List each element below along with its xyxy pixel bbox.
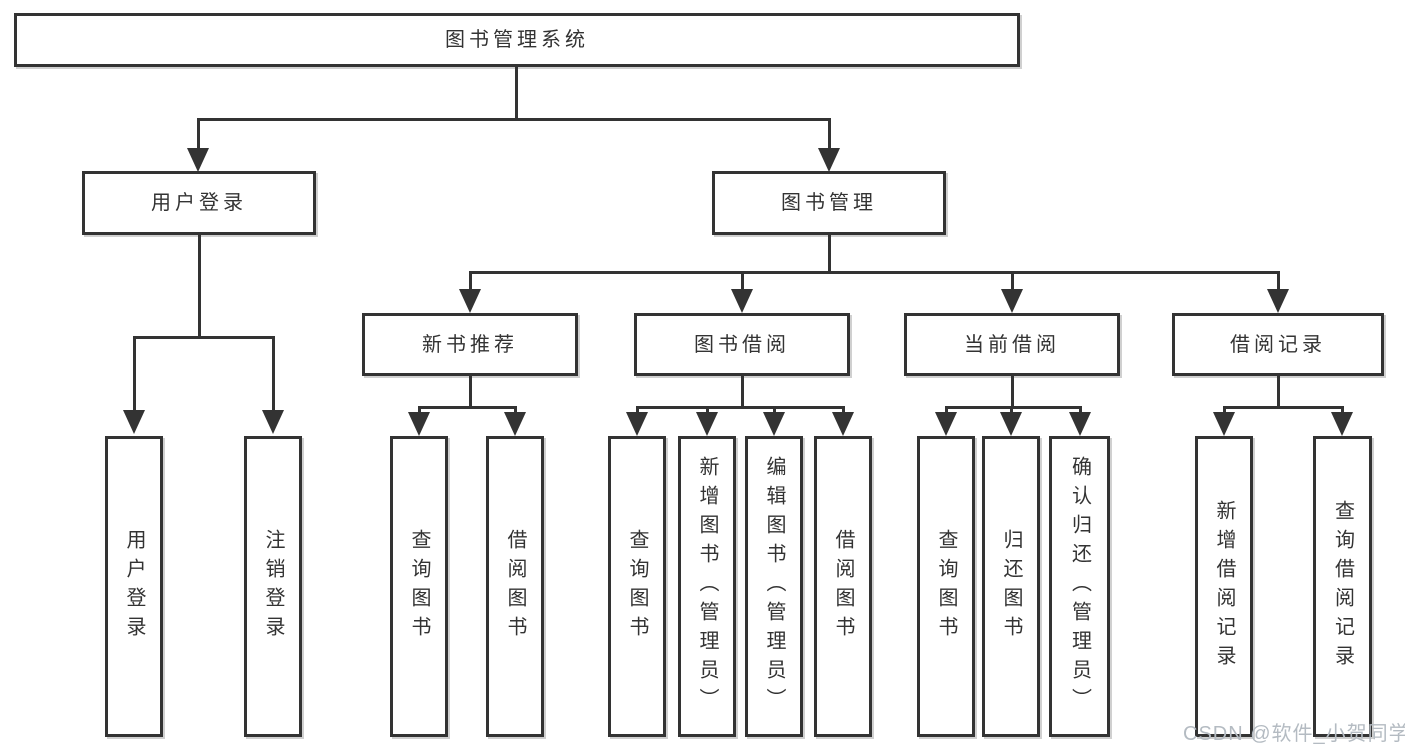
connector-line (197, 118, 200, 151)
connector-line (1223, 406, 1344, 409)
connector-line (469, 271, 472, 292)
node-new-book-recommend: 新书推荐 (362, 313, 578, 376)
arrow-down-icon (262, 410, 284, 434)
arrow-down-icon (731, 289, 753, 313)
node-label: 用户登录 (151, 192, 247, 214)
arrow-down-icon (1213, 412, 1235, 436)
node-label: 借阅图书 (832, 528, 854, 645)
connector-line (469, 271, 1280, 274)
leaf-current-confirm-return-admin: 确认归还（管理员） (1049, 436, 1110, 737)
arrow-down-icon (1267, 289, 1289, 313)
leaf-borrow-query-books: 查询图书 (608, 436, 666, 737)
connector-line (636, 406, 845, 409)
connector-line (1277, 271, 1280, 292)
leaf-recommend-borrow-books: 借阅图书 (486, 436, 544, 737)
connector-line (514, 406, 517, 415)
arrow-down-icon (1001, 289, 1023, 313)
node-label: 图书管理 (781, 192, 877, 214)
arrow-down-icon (696, 412, 718, 436)
node-label: 新增借阅记录 (1213, 499, 1235, 674)
node-label: 确认归还（管理员） (1068, 456, 1091, 717)
node-label: 新书推荐 (422, 333, 518, 356)
node-label: 用户登录 (123, 528, 145, 645)
arrow-down-icon (626, 412, 648, 436)
connector-line (945, 406, 948, 415)
node-label: 编辑图书（管理员） (763, 456, 785, 717)
connector-line (706, 406, 709, 415)
node-label: 查询借阅记录 (1331, 499, 1354, 674)
connector-line (1011, 374, 1014, 408)
arrow-down-icon (1000, 412, 1022, 436)
connector-line (636, 406, 639, 415)
connector-line (133, 336, 136, 413)
connector-line (828, 118, 831, 151)
arrow-down-icon (935, 412, 957, 436)
connector-line (418, 406, 517, 409)
connector-line (515, 66, 518, 120)
arrow-down-icon (763, 412, 785, 436)
node-root-library-system: 图书管理系统 (14, 13, 1020, 67)
arrow-down-icon (832, 412, 854, 436)
connector-line (1223, 406, 1226, 415)
connector-line (945, 406, 1082, 409)
connector-line (198, 233, 201, 339)
node-label: 当前借阅 (964, 333, 1060, 356)
leaf-borrow-add-books-admin: 新增图书（管理员） (678, 436, 736, 737)
connector-line (133, 336, 275, 339)
arrow-down-icon (818, 148, 840, 172)
leaf-borrow-edit-books-admin: 编辑图书（管理员） (745, 436, 803, 737)
connector-line (418, 406, 421, 415)
connector-line (773, 406, 776, 415)
node-label: 借阅图书 (504, 528, 526, 645)
connector-line (1011, 271, 1014, 292)
node-label: 借阅记录 (1230, 333, 1326, 356)
node-label: 查询图书 (626, 528, 648, 645)
leaf-user-login: 用户登录 (105, 436, 163, 737)
connector-line (828, 233, 831, 274)
node-label: 图书管理系统 (445, 29, 589, 51)
leaf-current-query-books: 查询图书 (917, 436, 975, 737)
arrow-down-icon (504, 412, 526, 436)
arrow-down-icon (1069, 412, 1091, 436)
node-label: 图书借阅 (694, 333, 790, 356)
connector-line (741, 374, 744, 408)
node-book-borrow: 图书借阅 (634, 313, 850, 376)
node-label: 注销登录 (262, 528, 284, 645)
connector-line (842, 406, 845, 415)
node-book-management: 图书管理 (712, 171, 946, 235)
leaf-logout: 注销登录 (244, 436, 302, 737)
connector-line (1341, 406, 1344, 415)
connector-line (272, 336, 275, 413)
leaf-records-query-record: 查询借阅记录 (1313, 436, 1372, 737)
connector-line (197, 118, 831, 121)
leaf-borrow-borrow-books: 借阅图书 (814, 436, 872, 737)
leaf-records-add-record: 新增借阅记录 (1195, 436, 1253, 737)
node-label: 新增图书（管理员） (696, 456, 718, 717)
node-label: 查询图书 (935, 528, 957, 645)
arrow-down-icon (187, 148, 209, 172)
connector-line (741, 271, 744, 292)
arrow-down-icon (459, 289, 481, 313)
arrow-down-icon (123, 410, 145, 434)
connector-line (1277, 374, 1280, 408)
connector-line (1010, 406, 1013, 415)
arrow-down-icon (408, 412, 430, 436)
node-borrow-records: 借阅记录 (1172, 313, 1384, 376)
csdn-watermark: CSDN @软件_小贺同学 (1183, 723, 1405, 745)
leaf-current-return-books: 归还图书 (982, 436, 1040, 737)
connector-line (1079, 406, 1082, 415)
node-current-borrow: 当前借阅 (904, 313, 1120, 376)
connector-line (469, 374, 472, 408)
node-label: 归还图书 (1000, 528, 1022, 645)
node-user-login: 用户登录 (82, 171, 316, 235)
leaf-recommend-query-books: 查询图书 (390, 436, 448, 737)
node-label: 查询图书 (408, 528, 430, 645)
arrow-down-icon (1331, 412, 1353, 436)
